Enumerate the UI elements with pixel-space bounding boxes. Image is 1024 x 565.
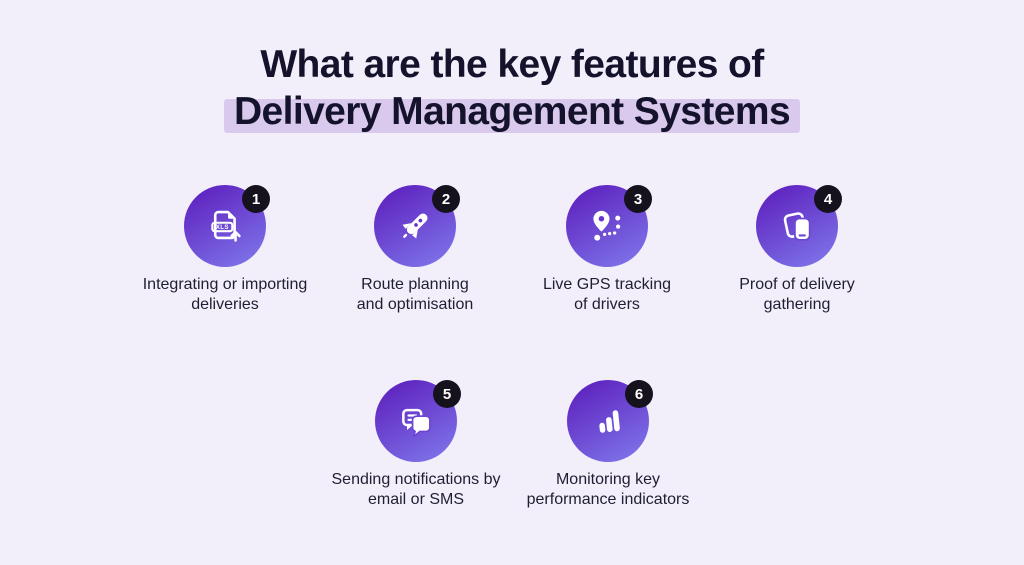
feature-number-badge: 5 xyxy=(433,380,461,408)
feature-notifications: 5 Sending notifications by email or SMS xyxy=(316,380,516,509)
gps-route-icon xyxy=(593,210,621,241)
feature-label-line-2: deliveries xyxy=(191,295,259,313)
feature-label: Route planning and optimisation xyxy=(315,275,515,314)
svg-text:XLS: XLS xyxy=(216,225,229,231)
feature-icon-wrap: 6 xyxy=(567,380,653,462)
feature-number-badge: 2 xyxy=(432,185,460,213)
xls-import-icon: XLS xyxy=(211,210,241,242)
feature-icon-wrap: 3 xyxy=(566,185,652,267)
feature-label: Sending notifications by email or SMS xyxy=(316,470,516,509)
feature-icon-wrap: XLS 1 xyxy=(184,185,270,267)
feature-icon-wrap: 5 xyxy=(375,380,461,462)
feature-label-line-2: performance indicators xyxy=(526,490,690,508)
feature-route-planning: 2 Route planning and optimisation xyxy=(315,185,515,314)
feature-number-badge: 6 xyxy=(625,380,653,408)
page-title: What are the key features of Delivery Ma… xyxy=(0,41,1024,135)
feature-label-line-2: of drivers xyxy=(574,295,640,313)
feature-label-line-1: Proof of delivery xyxy=(739,276,855,293)
title-highlight: Delivery Management Systems xyxy=(223,88,801,135)
feature-integrating-deliveries: XLS 1 Integrating or importing deliverie… xyxy=(125,185,325,314)
feature-label: Monitoring key performance indicators xyxy=(508,470,708,509)
feature-label-line-2: and optimisation xyxy=(356,295,474,313)
feature-proof-of-delivery: 4 Proof of delivery gathering xyxy=(697,185,897,314)
feature-number-badge: 1 xyxy=(242,185,270,213)
chat-bubbles-icon xyxy=(402,408,431,438)
feature-label-line-1: Integrating or importing xyxy=(142,276,308,293)
feature-icon-wrap: 4 xyxy=(756,185,842,267)
feature-label-line-1: Sending notifications by xyxy=(331,471,501,488)
feature-label-line-2: gathering xyxy=(763,295,831,313)
feature-label-line-1: Monitoring key xyxy=(555,471,661,488)
rocket-icon xyxy=(402,213,428,239)
feature-number-badge: 4 xyxy=(814,185,842,213)
feature-kpi-monitoring: 6 Monitoring key performance indicators xyxy=(508,380,708,509)
feature-label: Integrating or importing deliveries xyxy=(125,275,325,314)
title-line-2-row: Delivery Management Systems xyxy=(0,88,1024,135)
feature-label-line-1: Route planning xyxy=(361,276,469,293)
feature-label: Proof of delivery gathering xyxy=(697,275,897,314)
feature-label-line-2: email or SMS xyxy=(367,490,465,508)
devices-proof-icon xyxy=(783,212,811,241)
title-line-1: What are the key features of xyxy=(260,43,764,86)
feature-number-badge: 3 xyxy=(624,185,652,213)
feature-label: Live GPS tracking of drivers xyxy=(507,275,707,314)
bar-chart-icon xyxy=(599,410,620,433)
feature-gps-tracking: 3 Live GPS tracking of drivers xyxy=(507,185,707,314)
feature-icon-wrap: 2 xyxy=(374,185,460,267)
feature-label-line-1: Live GPS tracking xyxy=(542,276,672,293)
